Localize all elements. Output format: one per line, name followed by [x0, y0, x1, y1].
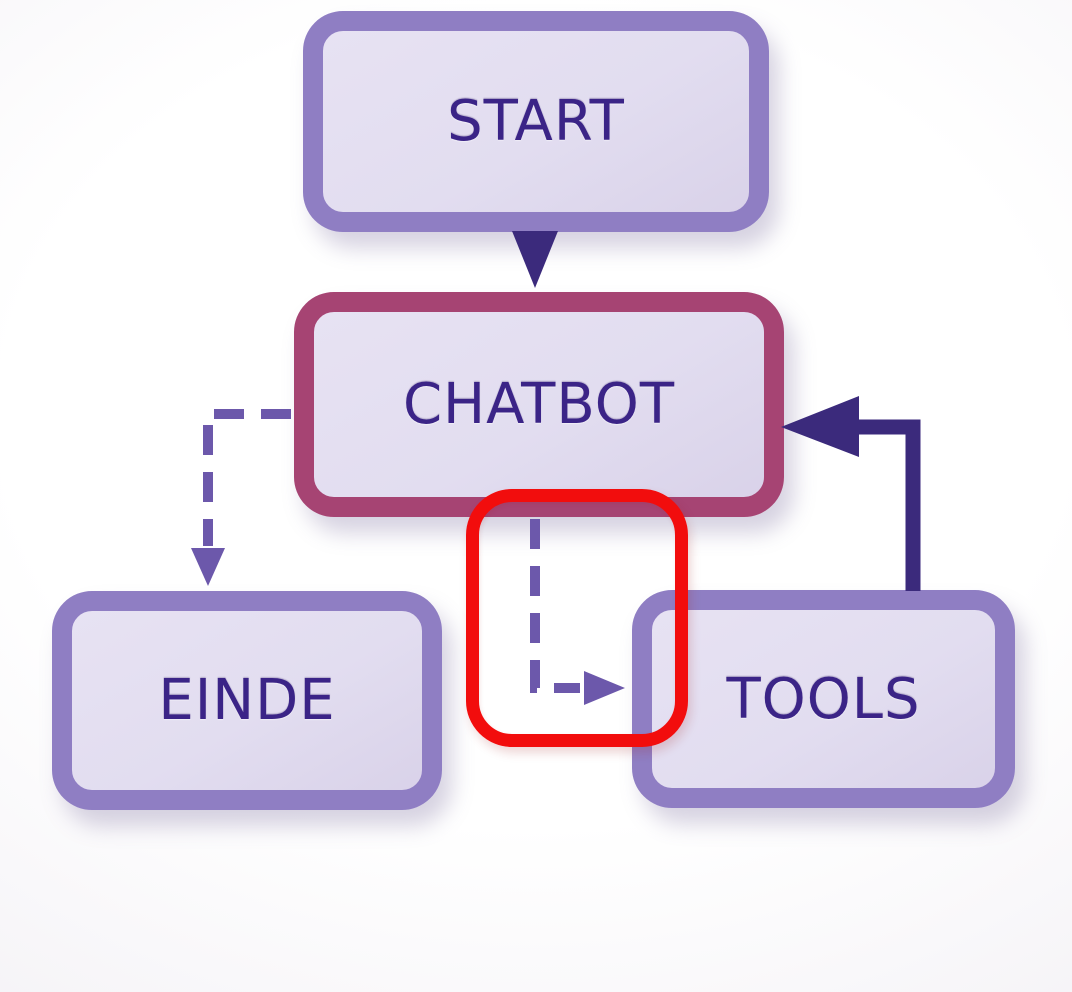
highlight-box: [466, 489, 688, 747]
node-einde-label: EINDE: [158, 668, 336, 733]
edge-tools-to-chatbot: [859, 419, 921, 591]
node-chatbot-label: CHATBOT: [402, 372, 676, 437]
edge-chatbot-to-einde: [203, 409, 291, 546]
edge-tools-to-chatbot-arrowhead-icon: [781, 396, 859, 457]
node-start: START: [303, 11, 769, 232]
node-tools: TOOLS: [632, 590, 1015, 808]
edge-start-to-chatbot-arrowhead-icon: [512, 231, 558, 288]
node-tools-label: TOOLS: [726, 666, 921, 732]
node-start-label: START: [447, 89, 625, 154]
node-chatbot: CHATBOT: [294, 292, 784, 517]
edge-chatbot-to-einde-arrowhead-icon: [191, 548, 225, 586]
node-einde: EINDE: [52, 591, 442, 810]
